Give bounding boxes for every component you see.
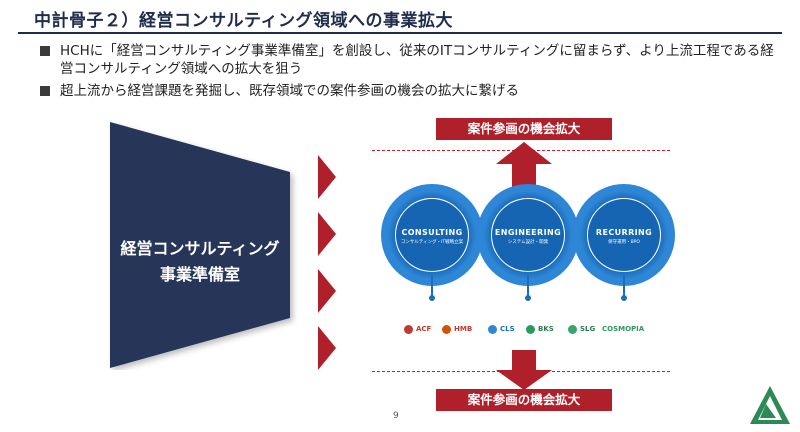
ring-subtitle: コンサルティング・IT戦略立案 [400, 240, 464, 245]
connector-dot [429, 295, 435, 301]
connector-line [527, 272, 529, 298]
logo-label: COSMOPIA [602, 325, 645, 333]
bullet-list: HCHに「経営コンサルティング事業準備室」を創設し、従来のITコンサルティングに… [38, 42, 778, 104]
chevron-right-icon [318, 269, 336, 313]
slg-logo-icon [568, 324, 577, 334]
ring-title: CONSULTING [401, 228, 463, 237]
company-logo: CLS [488, 323, 515, 335]
page-number: 9 [393, 411, 399, 421]
company-logo: HMB [442, 323, 472, 335]
chevron-right-icon [318, 212, 336, 256]
opportunity-banner-top: 案件参画の機会拡大 [436, 118, 612, 140]
cls-logo-icon [488, 324, 497, 334]
logo-label: BKS [538, 325, 554, 333]
office-label-line1: 経営コンサルティング [120, 239, 280, 258]
company-logo: SLG [568, 323, 595, 335]
connector-line [431, 272, 433, 298]
chevron-right-icon [318, 326, 336, 370]
arrow-down-icon [496, 350, 552, 390]
logo-label: CLS [500, 325, 515, 333]
logo-label: ACF [416, 325, 432, 333]
preparation-office-trapezoid [110, 122, 290, 368]
logo-label: HMB [454, 325, 473, 333]
ring-title: ENGINEERING [494, 228, 562, 237]
acf-logo-icon [404, 324, 413, 334]
company-logo: BKS [526, 323, 554, 335]
opportunity-banner-bottom: 案件参画の機会拡大 [436, 389, 612, 411]
arrow-up-icon [496, 142, 552, 188]
ring-subtitle: 保守運用・BPO [608, 240, 640, 245]
bullet-item: 超上流から経営課題を発掘し、既存領域での案件参画の機会の拡大に繋げる [38, 82, 778, 100]
connector-line [623, 272, 625, 298]
logo-label: SLG [580, 325, 596, 333]
connector-dot [621, 295, 627, 301]
ring-title: RECURRING [595, 228, 653, 237]
bullet-item: HCHに「経営コンサルティング事業準備室」を創設し、従来のITコンサルティングに… [38, 42, 778, 78]
company-logo: COSMOPIA [602, 323, 644, 335]
bullet-text: HCHに「経営コンサルティング事業準備室」を創設し、従来のITコンサルティングに… [60, 43, 774, 77]
bullet-square-icon [40, 86, 50, 96]
connector-dot [525, 295, 531, 301]
page-title: 中計骨子２）経営コンサルティング領域への事業拡大 [34, 11, 453, 31]
company-logo: ACF [404, 323, 431, 335]
office-label-line2: 事業準備室 [159, 265, 240, 284]
bullet-square-icon [40, 46, 50, 56]
bullet-text: 超上流から経営課題を発掘し、既存領域での案件参画の機会の拡大に繋げる [60, 83, 519, 99]
chevron-right-icon [318, 155, 336, 199]
ring-engineering: ENGINEERING システム設計・開発 [468, 228, 588, 245]
bks-logo-icon [526, 324, 535, 334]
ring-subtitle: システム設計・開発 [507, 240, 549, 245]
ring-recurring: RECURRING 保守運用・BPO [564, 228, 684, 245]
hmb-logo-icon [442, 324, 451, 334]
preparation-office-label: 経営コンサルティング 事業準備室 [112, 236, 288, 288]
title-divider [18, 32, 782, 34]
ring-consulting: CONSULTING コンサルティング・IT戦略立案 [372, 228, 492, 245]
corporate-mark-icon [750, 386, 790, 424]
